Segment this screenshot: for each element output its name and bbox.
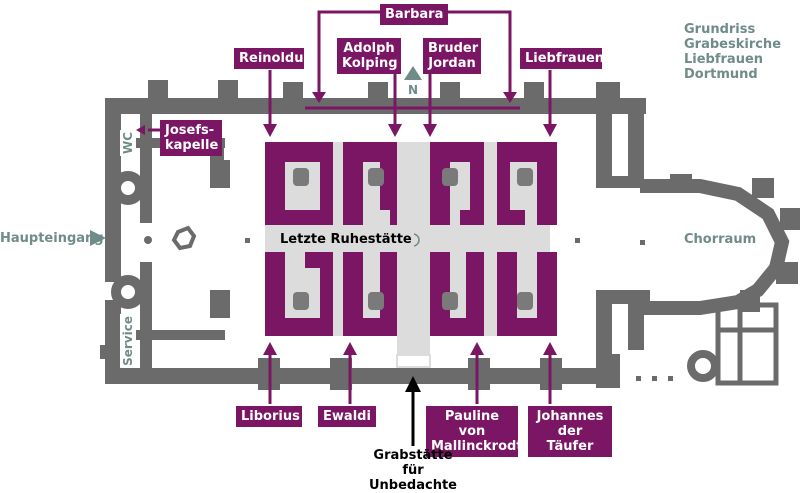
label-reinoldus: Reinoldus: [234, 48, 311, 69]
label-barbara: Barbara: [380, 4, 448, 25]
dots: [110, 236, 673, 381]
west-stair-top: [111, 171, 145, 205]
stair-circle: [687, 350, 719, 382]
label-johannes: Johannes der Täufer: [528, 406, 612, 457]
aisle-floor: [397, 142, 430, 368]
label-service: Service: [120, 314, 136, 368]
plan-title: Grundriss Grabeskirche Liebfrauen Dortmu…: [684, 22, 782, 82]
label-bruder-jordan: Bruder Jordan: [423, 38, 481, 74]
label-chorraum: Chorraum: [684, 232, 757, 247]
label-liebfrauen: Liebfrauen: [520, 48, 604, 69]
font-octagon: [171, 225, 197, 251]
grabstaette-marker: [396, 354, 431, 368]
sacristy: [715, 302, 779, 386]
label-liborius: Liborius: [236, 406, 302, 427]
entrance-arrow: [90, 230, 106, 246]
apse-wall: [640, 179, 790, 315]
chamber-pillars: [293, 168, 533, 310]
label-grabstaette: Grabstätte für Unbedachte: [368, 448, 457, 493]
label-adolph-kolping: Adolph Kolping: [337, 38, 401, 74]
label-pauline: Pauline von Mallinckrodt: [426, 406, 523, 457]
label-letzte-ruhestaette: Letzte Ruhestätte: [278, 231, 414, 248]
apse-pillars: [670, 174, 800, 312]
floor-plan: [90, 10, 800, 446]
north-arrow: [404, 66, 422, 80]
label-ewaldi: Ewaldi: [318, 406, 376, 427]
label-haupteingang: Haupteingang: [0, 231, 104, 246]
top-arrows: [268, 70, 552, 126]
label-josefskapelle: Josefs- kapelle: [160, 120, 222, 156]
north-label: N: [408, 83, 419, 97]
bottom-arrows: [268, 352, 552, 404]
label-wc: WC: [120, 130, 136, 157]
grave-chambers: [265, 142, 557, 336]
west-stair-bottom: [111, 275, 145, 309]
